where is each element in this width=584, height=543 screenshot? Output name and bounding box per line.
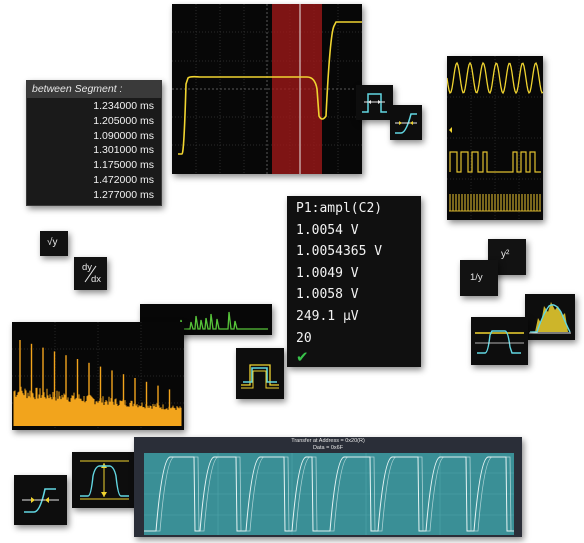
measurement-value: 20 [296,330,312,346]
threshold-icon[interactable] [14,475,67,525]
square-label: y² [501,249,510,260]
transfer-waveform-panel[interactable]: Transfer at Address = 0x20(R) Data = 0x6… [134,437,522,537]
derivative-numerator: dy [82,262,93,273]
mask-test-icon[interactable] [236,348,284,399]
orange-spectrum-scope-panel[interactable] [12,322,184,430]
segment-row: 1.205000 ms [93,114,154,127]
histogram-icon[interactable] [525,294,575,340]
measurement-value: 1.0058 V [296,287,359,303]
zoom-region[interactable] [272,4,322,174]
segment-row: 1.175000 ms [93,159,154,172]
reciprocal-math-button[interactable]: 1/y [460,260,498,296]
orange-spectrum-waveform [12,322,184,430]
transfer-title-line1: Transfer at Address = 0x20(R) [291,438,365,444]
segment-row: 1.277000 ms [93,188,154,201]
segment-row: 1.090000 ms [93,129,154,142]
pulse-width-icon[interactable] [356,85,393,120]
transfer-waveform [144,453,514,535]
measurement-value: 1.0054365 V [296,244,383,260]
segment-table: between Segment : 1.234000 ms 1.205000 m… [26,80,162,206]
segment-table-header: between Segment : [27,81,161,98]
sqrt-math-button[interactable]: √y [40,231,68,256]
measurement-value: 249.1 µV [296,308,359,324]
measurement-value: 1.0049 V [296,265,359,281]
pulse-scope-panel[interactable] [172,4,362,174]
waveform-math-icon[interactable] [471,317,528,365]
checkmark-icon: ✔ [296,349,309,367]
amplitude-icon[interactable] [72,452,137,508]
derivative-denominator: dx [91,274,102,285]
multi-trace-scope-panel[interactable] [447,56,543,220]
segment-row: 1.301000 ms [93,144,154,157]
measurement-readout: P1:ampl(C2) 1.0054 V 1.0054365 V 1.0049 … [287,196,421,367]
measurement-title: P1:ampl(C2) [296,201,383,216]
derivative-math-button[interactable]: dy dx [74,257,107,290]
spectrum-strip-waveform [144,311,268,330]
transfer-title-line2: Data = 0x6F [312,445,344,451]
reciprocal-label: 1/y [470,272,483,283]
segment-row: 1.234000 ms [93,100,154,112]
multi-trace-waveform [447,56,543,220]
rise-time-icon[interactable] [390,105,422,140]
segment-row: 1.472000 ms [93,173,154,186]
measurement-value: 1.0054 V [296,222,359,238]
sqrt-label: √y [47,237,58,248]
pulse-waveform [172,4,362,174]
